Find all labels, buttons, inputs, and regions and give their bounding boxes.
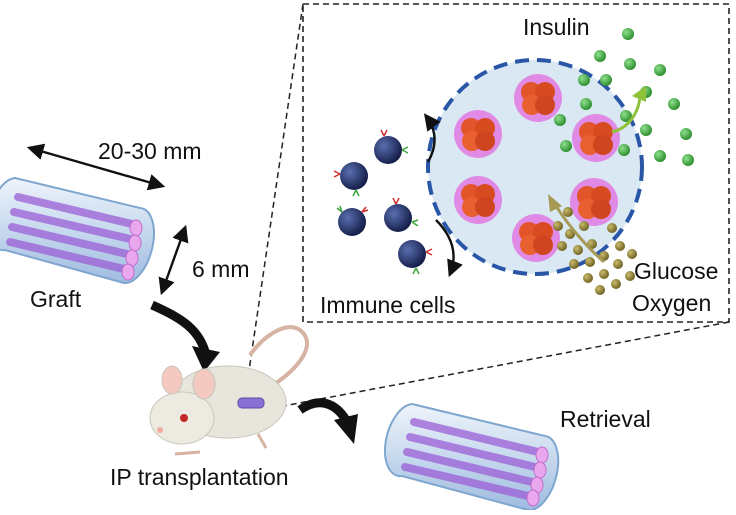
curved-arrow-right-head (334, 414, 358, 444)
islet-cluster (570, 178, 618, 226)
graft-fibers (6, 193, 136, 273)
inset-frame (302, 3, 730, 323)
retrieval-fiber-ends (526, 446, 549, 507)
graft-fiber-ends (121, 219, 143, 281)
immune-cell (374, 129, 409, 164)
length-arrow (26, 143, 166, 191)
graft-length-label: 20-30 mm (98, 138, 202, 164)
islet-cluster (454, 176, 502, 224)
retrieval-label: Retrieval (560, 406, 651, 432)
glucose-label: Glucose (634, 258, 719, 284)
retrieval-tube (383, 402, 560, 512)
graft-label: Graft (30, 286, 82, 312)
transplantation-label: IP transplantation (110, 464, 289, 490)
islet-cluster (572, 114, 620, 162)
graft-diameter-label: 6 mm (192, 256, 250, 282)
retrieval-fibers (401, 418, 542, 500)
immune-cell (384, 197, 419, 232)
islet-cluster (512, 214, 560, 262)
diameter-arrow (158, 224, 189, 296)
curved-arrow-down-shaft (150, 300, 211, 357)
graft-tube (0, 176, 155, 285)
immune-cell (333, 162, 368, 197)
islet-cluster (454, 110, 502, 158)
curved-arrow-right-shaft (297, 398, 350, 423)
repel-arrow-bottom (435, 219, 463, 278)
repel-arrow-top (423, 113, 441, 163)
insulin-label: Insulin (523, 14, 590, 40)
immune-cells-label: Immune cells (320, 292, 456, 318)
curved-arrow-down-head (192, 346, 220, 372)
islet-clusters (454, 74, 620, 262)
immune-cells (333, 129, 433, 275)
immune-cell (336, 205, 369, 236)
glucose-arrow (554, 205, 605, 264)
zoom-line-left (244, 3, 304, 399)
immune-cell (398, 240, 433, 275)
mouse-illustration (149, 325, 309, 456)
insulin-arrow-head (632, 86, 646, 102)
oxygen-label: Oxygen (632, 290, 712, 316)
glucose-oxygen-molecules (553, 207, 637, 295)
islet-cluster (514, 74, 562, 122)
zoom-line-right (261, 321, 730, 411)
glucose-arrow-head (548, 194, 562, 212)
